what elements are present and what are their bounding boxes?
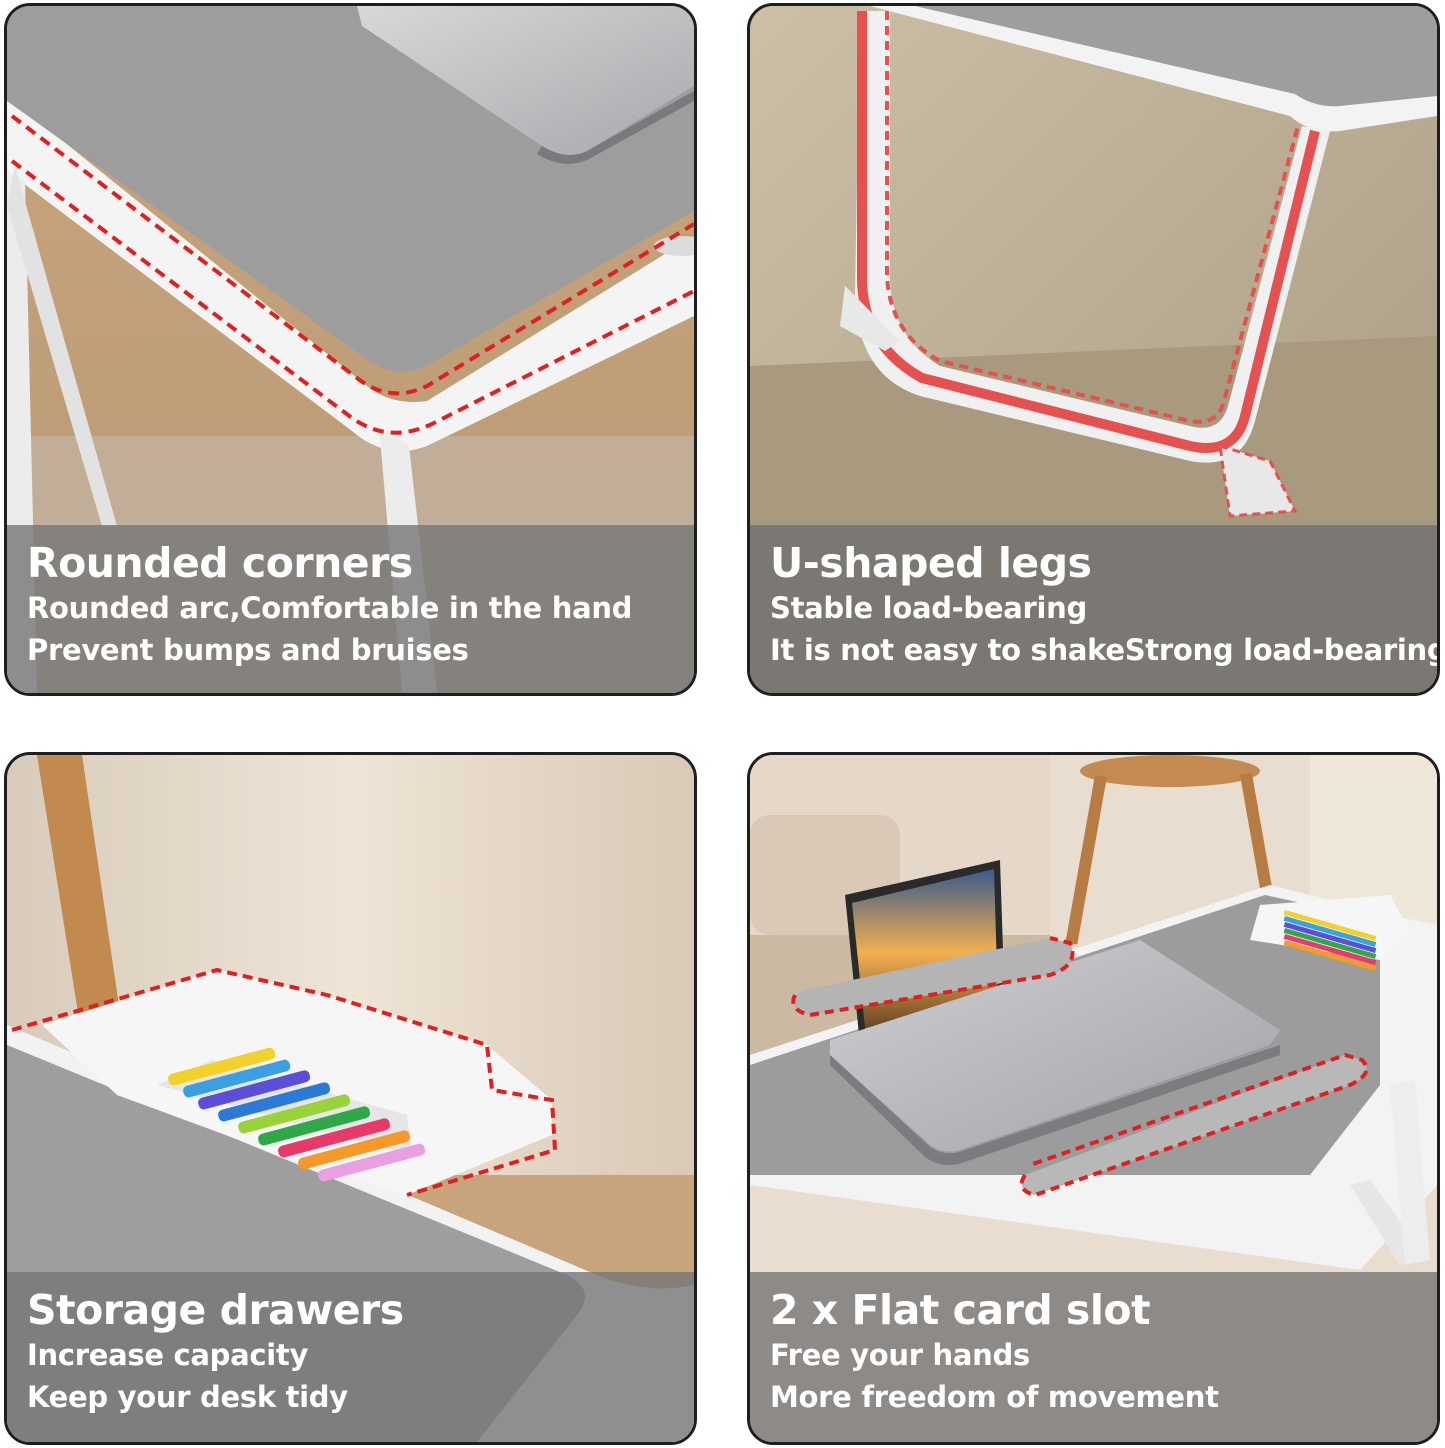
- panel-flat-card-slot: 2 x Flat card slot Free your hands More …: [747, 752, 1440, 1445]
- caption-line-2: More freedom of movement: [770, 1380, 1219, 1414]
- panel-u-shaped-legs: U-shaped legs Stable load-bearing It is …: [747, 3, 1440, 696]
- caption-line-2: Prevent bumps and bruises: [27, 633, 469, 667]
- caption-title: U-shaped legs: [770, 539, 1092, 587]
- caption-overlay: U-shaped legs Stable load-bearing It is …: [750, 525, 1437, 693]
- panel-rounded-corners: Rounded corners Rounded arc,Comfortable …: [4, 3, 697, 696]
- caption-overlay: Rounded corners Rounded arc,Comfortable …: [7, 525, 694, 693]
- caption-line-2: It is not easy to shakeStrong load-beari…: [770, 633, 1440, 667]
- caption-line-1: Free your hands: [770, 1338, 1030, 1372]
- caption-title: 2 x Flat card slot: [770, 1286, 1151, 1334]
- caption-title: Rounded corners: [27, 539, 413, 587]
- caption-line-2: Keep your desk tidy: [27, 1380, 348, 1414]
- caption-line-1: Increase capacity: [27, 1338, 309, 1372]
- caption-overlay: 2 x Flat card slot Free your hands More …: [750, 1272, 1437, 1442]
- card-slot-photo: [750, 755, 1437, 1442]
- caption-line-1: Stable load-bearing: [770, 591, 1087, 625]
- caption-line-1: Rounded arc,Comfortable in the hand: [27, 591, 633, 625]
- caption-overlay: Storage drawers Increase capacity Keep y…: [7, 1272, 694, 1442]
- caption-title: Storage drawers: [27, 1286, 404, 1334]
- panel-storage-drawers: Storage drawers Increase capacity Keep y…: [4, 752, 697, 1445]
